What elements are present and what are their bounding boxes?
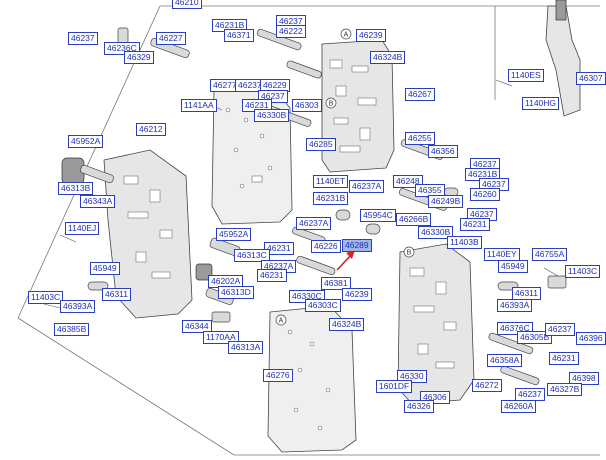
part-label-46266B[interactable]: 46266B [396,213,432,226]
part-label-46358A[interactable]: 46358A [487,354,523,367]
part-label-46237A[interactable]: 46237A [349,180,385,193]
part-label-46249B[interactable]: 46249B [428,195,464,208]
right-bracket [545,0,581,117]
part-label-46231[interactable]: 46231 [257,269,287,282]
part-label-46231[interactable]: 46231 [264,242,294,255]
part-label-11403C[interactable]: 11403C [28,291,64,304]
part-label-46330B[interactable]: 46330B [254,109,290,122]
part-label-45949[interactable]: 45949 [90,262,120,275]
section-marker-b: B [403,246,415,258]
section-marker-letter: B [407,250,412,257]
part-label-1601DF[interactable]: 1601DF [376,380,413,393]
part-label-45952A[interactable]: 45952A [216,228,252,241]
part-label-46237[interactable]: 46237 [515,388,545,401]
part-label-11403C[interactable]: 11403C [565,265,601,278]
part-label-46226[interactable]: 46226 [311,240,341,253]
part-label-1140HG[interactable]: 1140HG [522,97,560,110]
part-label-46231B[interactable]: 46231B [313,192,349,205]
section-marker-letter: B [329,101,334,108]
part-label-46324B[interactable]: 46324B [370,51,406,64]
part-label-46324B[interactable]: 46324B [329,318,365,331]
part-label-46326[interactable]: 46326 [404,400,434,413]
section-marker-letter: A [279,318,284,325]
part-label-46313B[interactable]: 46313B [58,182,94,195]
part-label-46237[interactable]: 46237 [68,32,98,45]
part-label-46239[interactable]: 46239 [342,288,372,301]
part-label-46398[interactable]: 46398 [569,372,599,385]
part-label-46313C[interactable]: 46313C [234,249,270,262]
part-label-46210[interactable]: 46210 [172,0,202,9]
part-label-46237[interactable]: 46237 [545,323,575,336]
part-label-46303C[interactable]: 46303C [305,299,341,312]
springs [87,187,519,291]
part-label-46260A[interactable]: 46260A [501,400,537,413]
part-label-46212[interactable]: 46212 [136,123,166,136]
part-label-46396[interactable]: 46396 [576,332,606,345]
part-label-46231[interactable]: 46231 [460,218,490,231]
part-label-45954C[interactable]: 45954C [360,209,396,222]
part-label-46371[interactable]: 46371 [224,29,254,42]
part-label-46311[interactable]: 46311 [102,288,132,301]
part-label-46305B[interactable]: 46305B [517,331,553,344]
section-marker-letter: A [344,32,349,39]
part-label-1140EJ[interactable]: 1140EJ [65,222,100,235]
part-label-45949[interactable]: 45949 [498,260,528,273]
part-label-1140ET[interactable]: 1140ET [313,175,349,188]
part-label-46393A[interactable]: 46393A [60,300,96,313]
part-label-46343A[interactable]: 46343A [80,195,116,208]
section-marker-a: A [275,314,287,326]
part-label-46267[interactable]: 46267 [405,88,435,101]
part-label-1170AA[interactable]: 1170AA [203,331,239,344]
upper-valve-body [321,39,395,173]
part-label-46289[interactable]: 46289 [342,239,372,252]
part-label-46313A[interactable]: 46313A [228,341,264,354]
part-label-46276[interactable]: 46276 [263,369,293,382]
section-marker-b: B [325,97,337,109]
part-label-46237A[interactable]: 46237A [296,217,332,230]
part-label-46231[interactable]: 46231 [549,352,579,365]
red-arrow-indicator [336,250,355,271]
part-label-11403B[interactable]: 11403B [447,236,482,249]
part-label-46327B[interactable]: 46327B [547,383,583,396]
part-label-46303[interactable]: 46303 [292,99,322,112]
part-label-46222[interactable]: 46222 [276,25,306,38]
separator-plate-upper [211,87,293,225]
section-marker-a: A [340,28,352,40]
part-label-46307[interactable]: 46307 [576,72,606,85]
part-label-46755A[interactable]: 46755A [532,248,568,261]
part-label-46393A[interactable]: 46393A [497,299,533,312]
part-label-46381[interactable]: 46381 [321,277,351,290]
part-label-46344[interactable]: 46344 [182,320,212,333]
left-valve-body [103,149,193,319]
part-label-1141AA[interactable]: 1141AA [181,99,217,112]
part-label-1140ES[interactable]: 1140ES [508,69,544,82]
part-label-46329[interactable]: 46329 [124,51,154,64]
part-label-46272[interactable]: 46272 [472,379,502,392]
section-markers: A B A B [275,28,415,326]
part-label-46227[interactable]: 46227 [156,32,186,45]
part-label-46239[interactable]: 46239 [356,29,386,42]
part-label-46356[interactable]: 46356 [428,145,458,158]
part-label-46313D[interactable]: 46313D [218,286,254,299]
part-label-46330B[interactable]: 46330B [418,226,454,239]
part-label-46255[interactable]: 46255 [405,132,435,145]
part-label-46260[interactable]: 46260 [470,188,500,201]
part-label-45952A[interactable]: 45952A [68,135,104,148]
part-label-46285[interactable]: 46285 [306,138,336,151]
part-label-46385B[interactable]: 46385B [54,323,90,336]
